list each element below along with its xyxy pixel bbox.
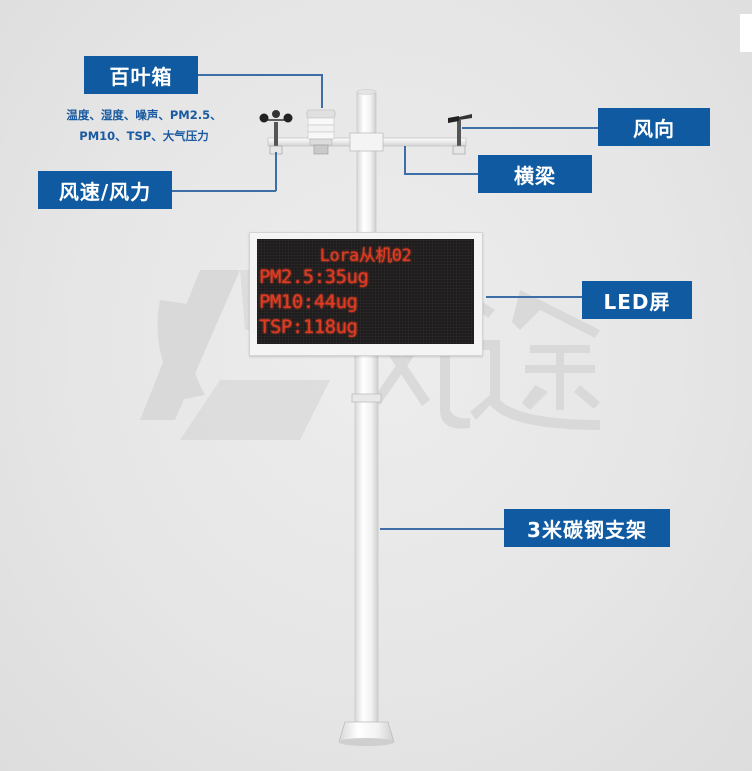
led-screen-display: Lora从机02 PM2.5:35ug PM10:44ug TSP:118ug [257, 239, 474, 344]
led-screen-panel: Lora从机02 PM2.5:35ug PM10:44ug TSP:118ug [249, 232, 483, 356]
wind-vane-icon [448, 114, 472, 155]
sensors-note: 温度、湿度、噪声、PM2.5、 PM10、TSP、大气压力 [36, 105, 252, 147]
edge-strip [740, 14, 752, 52]
anemometer-icon [259, 110, 293, 155]
leader-line-louver-v [321, 74, 323, 108]
leader-line-louver [198, 74, 322, 76]
leader-line-bracket [380, 528, 504, 530]
led-line-tsp: TSP:118ug [259, 316, 358, 338]
leader-line-beam-v [404, 146, 406, 174]
leader-line-windspeed-v [275, 152, 277, 191]
label-wind-direction: 风向 [598, 108, 710, 146]
label-bracket: 3米碳钢支架 [504, 509, 670, 547]
leader-line-beam [404, 173, 478, 175]
label-crossbeam: 横梁 [478, 155, 592, 193]
leader-line-winddir [462, 127, 598, 129]
label-led-screen: LED屏 [582, 281, 692, 319]
leader-line-led [486, 296, 582, 298]
leader-line-windspeed [172, 190, 276, 192]
louver-box-icon [306, 109, 336, 155]
sensors-note-line1: 温度、湿度、噪声、PM2.5、 [66, 108, 222, 122]
led-title: Lora从机02 [319, 246, 412, 266]
label-louver-box: 百叶箱 [84, 56, 198, 94]
label-wind-speed: 风速/风力 [38, 171, 172, 209]
sensors-note-line2: PM10、TSP、大气压力 [79, 129, 209, 143]
led-line-pm10: PM10:44ug [259, 291, 358, 313]
led-line-pm25: PM2.5:35ug [259, 266, 369, 288]
